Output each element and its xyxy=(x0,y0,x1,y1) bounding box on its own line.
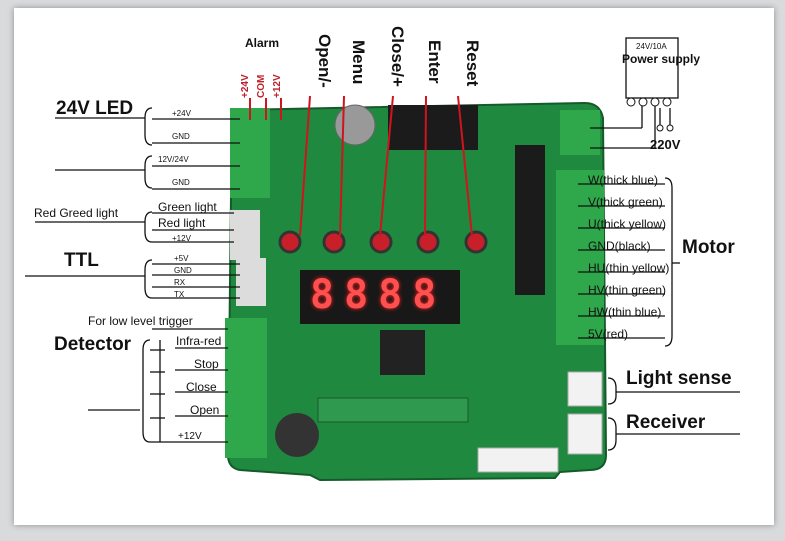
button-label-open: Open/- xyxy=(315,34,334,88)
motor-pin-u: U(thick yellow) xyxy=(588,217,667,231)
motor-pin-w: W(thick blue) xyxy=(588,173,659,187)
right-wiring xyxy=(578,37,740,451)
led-pin-12v24v: 12V/24V xyxy=(158,155,189,164)
connector-ttl xyxy=(236,258,266,306)
ttl-pin-5v: +5V xyxy=(174,254,189,263)
power-supply-input: 220V xyxy=(650,137,681,152)
ttl-pin-gnd: GND xyxy=(174,266,192,275)
motor-pin-hu: HU(thin yellow) xyxy=(588,261,670,275)
ttl-pin-rx: RX xyxy=(174,278,186,287)
connector-light-sense xyxy=(567,371,603,407)
detector-pin-infrared: Infra-red xyxy=(176,334,222,348)
detector-pin-12v: +12V xyxy=(178,431,202,442)
terminal-block-led xyxy=(230,108,270,198)
connector-lights xyxy=(230,210,260,260)
button-leader-lines xyxy=(249,95,473,237)
lights-12v: +12V xyxy=(172,234,191,243)
motor-pin-hv: HV(thin green) xyxy=(588,283,667,297)
motor-title: Motor xyxy=(682,237,735,258)
motor-pin-hw: HW(thin blue) xyxy=(588,305,662,319)
alarm-pin-12v: +12V xyxy=(272,74,283,98)
connector-bottom xyxy=(477,447,559,473)
receiver-label: Receiver xyxy=(626,412,706,433)
detector-pin-open: Open xyxy=(190,403,220,417)
segment-display-readout: 8888 xyxy=(310,272,447,318)
motor-pin-gnd: GND(black) xyxy=(588,239,651,253)
ttl-title: TTL xyxy=(64,250,99,271)
button-label-close: Close/+ xyxy=(388,26,407,87)
led-pin-gnd-2: GND xyxy=(172,178,190,187)
alarm-pin-24v: +24V xyxy=(240,74,251,98)
lights-title: Red Greed light xyxy=(34,206,119,220)
mosfet-row xyxy=(515,145,545,295)
power-supply-title: Power supply xyxy=(622,52,701,66)
microcontroller-chip xyxy=(380,330,425,375)
alarm-pin-com: COM xyxy=(256,74,267,98)
led-pin-24v: +24V xyxy=(172,109,191,118)
power-transistors xyxy=(388,105,478,150)
button-label-enter: Enter xyxy=(425,40,444,84)
light-sense-label: Light sense xyxy=(626,368,732,389)
detector-pin-stop: Stop xyxy=(194,357,219,371)
detector-pin-close: Close xyxy=(186,380,217,394)
seven-segment-display xyxy=(300,270,460,324)
led-24v-title: 24V LED xyxy=(56,98,134,119)
power-supply-rating: 24V/10A xyxy=(636,42,667,51)
button-label-reset: Reset xyxy=(463,40,482,87)
alarm-title: Alarm xyxy=(245,36,280,50)
led-pin-gnd: GND xyxy=(172,132,190,141)
detector-title: Detector xyxy=(54,334,132,355)
lights-green: Green light xyxy=(158,200,217,214)
rf-module xyxy=(317,397,469,423)
capacitor xyxy=(334,104,376,146)
ttl-pin-tx: TX xyxy=(174,290,185,299)
motor-pin-5v: 5V(red) xyxy=(588,327,629,341)
lights-red: Red light xyxy=(158,216,206,230)
button-label-menu: Menu xyxy=(349,40,368,85)
terminal-block-detector xyxy=(225,318,267,458)
left-wiring xyxy=(25,107,240,443)
detector-note: For low level trigger xyxy=(88,314,193,328)
push-buttons xyxy=(278,230,488,254)
power-supply-terminals xyxy=(626,97,674,132)
motor-pin-v: V(thick green) xyxy=(588,195,663,209)
buzzer xyxy=(275,413,319,457)
connector-receiver xyxy=(567,413,603,455)
